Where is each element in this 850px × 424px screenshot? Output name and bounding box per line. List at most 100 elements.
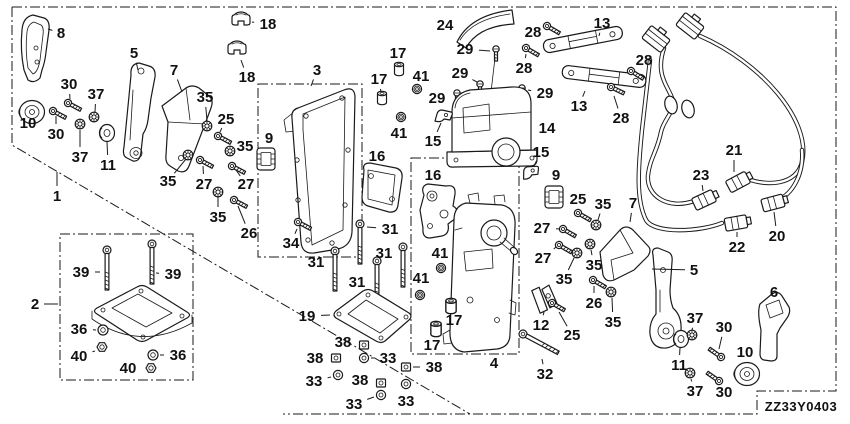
callout-leader xyxy=(173,158,187,174)
part-number-label: 35 xyxy=(556,271,573,288)
callout-18: 18 xyxy=(251,16,276,33)
callout-10: 10 xyxy=(737,344,754,361)
callout-21: 21 xyxy=(726,142,743,172)
callout-35: 35 xyxy=(210,197,227,226)
part-number-label: 19 xyxy=(299,308,316,325)
callout-leader xyxy=(691,327,694,331)
part-number-label: 20 xyxy=(769,228,786,245)
callout-leader xyxy=(327,376,332,379)
part-number-label: 21 xyxy=(726,142,743,159)
callout-37: 37 xyxy=(687,310,703,331)
part-number-label: 28 xyxy=(636,52,653,69)
part-number-label: 11 xyxy=(100,157,116,174)
callout-38: 38 xyxy=(413,359,442,376)
callout-22: 22 xyxy=(729,232,745,256)
part-41-nut xyxy=(435,262,447,274)
part-number-label: 4 xyxy=(490,355,499,372)
part-27-bolt xyxy=(553,239,574,256)
callout-leader xyxy=(524,53,527,59)
callout-13: 13 xyxy=(571,90,587,115)
part-number-label: 17 xyxy=(424,337,441,354)
part-30-bolt xyxy=(706,345,727,363)
part-number-label: 38 xyxy=(335,334,352,351)
part-39-bolt xyxy=(147,239,157,285)
part-number-label: 38 xyxy=(307,350,324,367)
part-number-label: 25 xyxy=(570,191,587,208)
callout-27: 27 xyxy=(196,165,212,193)
callout-leader xyxy=(527,89,532,92)
callout-leader xyxy=(590,249,593,256)
callout-17: 17 xyxy=(424,337,441,354)
part-5-lever xyxy=(122,62,156,162)
part-number-label: 29 xyxy=(429,90,446,107)
part-number-label: 14 xyxy=(539,120,556,137)
part-30-bolt xyxy=(47,105,69,122)
part-41-nut xyxy=(414,289,426,301)
callout-38: 38 xyxy=(352,372,369,389)
part-36-washer xyxy=(147,349,159,361)
callout-leader xyxy=(773,211,777,227)
part-number-label: 41 xyxy=(391,125,408,142)
callout-26: 26 xyxy=(586,286,602,312)
part-number-label: 32 xyxy=(537,366,554,383)
part-number-label: 29 xyxy=(537,85,554,102)
callout-41: 41 xyxy=(413,68,430,85)
part-number-label: 16 xyxy=(369,148,386,165)
part-17-spacer xyxy=(376,90,388,106)
callout-8: 8 xyxy=(47,25,65,42)
part-number-label: 30 xyxy=(716,384,733,401)
part-35-washer xyxy=(212,186,224,198)
callout-41: 41 xyxy=(432,245,449,262)
part-20-connector xyxy=(760,192,790,213)
part-number-label: 24 xyxy=(437,17,454,34)
part-number-label: 35 xyxy=(210,209,227,226)
part-number-label: 17 xyxy=(371,71,388,88)
callout-39: 39 xyxy=(155,266,181,283)
part-number-label: 41 xyxy=(413,270,430,287)
callout-18: 18 xyxy=(239,59,255,86)
callout-36: 36 xyxy=(71,321,97,338)
part-24-plate xyxy=(456,9,515,49)
callout-31: 31 xyxy=(376,245,393,262)
callout-28: 28 xyxy=(636,52,653,69)
callout-leader xyxy=(598,32,601,37)
part-23-connector xyxy=(690,187,721,212)
part-number-label: 31 xyxy=(349,274,366,291)
callout-leader xyxy=(472,79,478,83)
part-number-label: 37 xyxy=(72,149,89,166)
callout-leader xyxy=(611,297,614,313)
part-number-label: 25 xyxy=(218,111,235,128)
callout-leader xyxy=(690,378,693,382)
part-35-washer xyxy=(224,145,236,157)
part-number-label: 35 xyxy=(605,314,622,331)
callout-leader xyxy=(240,59,245,68)
part-number-label: 12 xyxy=(533,317,550,334)
callout-leader xyxy=(436,122,442,133)
callout-41: 41 xyxy=(391,125,408,142)
part-number-label: 9 xyxy=(265,130,273,147)
part-number-label: 29 xyxy=(457,41,474,58)
callout-39: 39 xyxy=(73,264,100,281)
part-number-label: 30 xyxy=(48,126,65,143)
part-number-label: 11 xyxy=(671,357,687,374)
part-number-label: 31 xyxy=(382,221,399,238)
part-27-bolt xyxy=(557,223,578,240)
callout-29: 29 xyxy=(527,85,554,102)
part-number-label: 38 xyxy=(352,372,369,389)
part-33-washer xyxy=(332,369,344,381)
callout-27: 27 xyxy=(535,246,557,267)
callout-20: 20 xyxy=(769,211,786,245)
part-11-washer xyxy=(98,123,116,143)
wire-harness xyxy=(636,8,806,233)
part-7-grip xyxy=(161,85,213,173)
part-37-washer xyxy=(686,329,698,341)
callout-leader xyxy=(47,28,53,31)
part-number-label: 35 xyxy=(160,173,177,190)
part-7-grip xyxy=(599,226,651,282)
part-10-knob xyxy=(733,361,761,387)
callout-leader xyxy=(380,88,382,93)
part-number-label: 8 xyxy=(57,25,65,42)
part-number-label: 39 xyxy=(73,264,90,281)
